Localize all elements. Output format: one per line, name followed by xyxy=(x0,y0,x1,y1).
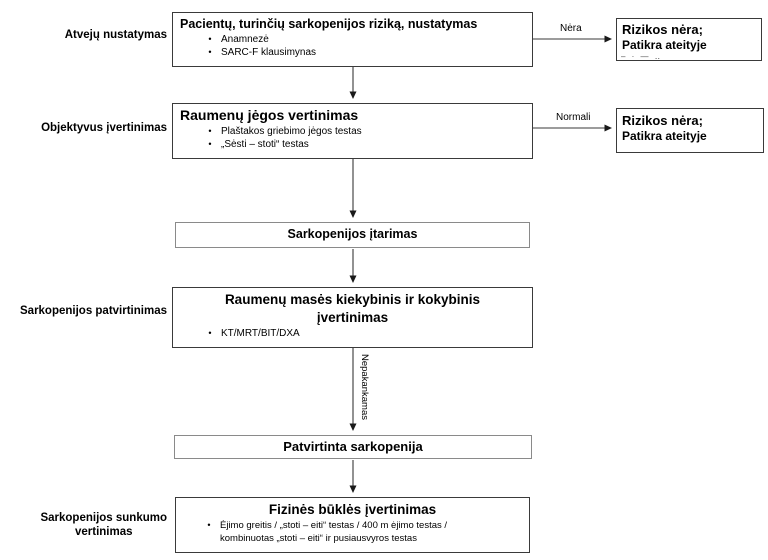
stage-label-severity: Sarkopenijos sunkumo vertinimas xyxy=(40,511,167,539)
bullet-icon: • xyxy=(208,328,212,338)
box-physical-title: Fizinės būklės įvertinimas xyxy=(268,502,437,517)
box-mass-title-line1: Raumenų masės kiekybinis ir kokybinis xyxy=(224,292,481,307)
box-no-risk-mid-line2: Patikra ateityje xyxy=(622,129,707,143)
box-no-risk-top-line1: Rizikos nėra; xyxy=(622,22,703,37)
box-no-risk-mid-line1: Rizikos nėra; xyxy=(622,113,703,128)
stage-label-severity-line1: Sarkopenijos sunkumo xyxy=(40,512,167,524)
stage-label-case-finding: Atvejų nustatymas xyxy=(64,29,167,41)
bullet-icon: • xyxy=(208,47,212,57)
bullet-label: „Sėsti – stoti“ testas xyxy=(221,139,309,150)
bullet-icon: • xyxy=(208,34,212,44)
stage-label-confirmation: Sarkopenijos patvirtinimas xyxy=(20,305,167,317)
box-mass-title-line2: įvertinimas xyxy=(316,310,389,325)
box-physical-bullet-1: • Ėjimo greitis / „stoti – eiti“ testas … xyxy=(198,519,529,545)
box-mass-bullet-1: • KT/MRT/BIT/DXA xyxy=(199,327,532,340)
box-no-risk-top-line2: Patikra ateityje xyxy=(622,38,707,52)
box-mass: Raumenų masės kiekybinis ir kokybinis įv… xyxy=(172,287,533,348)
box-no-risk-top: Rizikos nėra; Patikra ateityje – · — ‥ xyxy=(616,18,762,61)
arrow-label-nepakankamas: Nepakankamas xyxy=(359,354,370,421)
stage-label-severity-line2: vertinimas xyxy=(74,526,133,538)
box-confirmed-title: Patvirtinta sarkopenija xyxy=(283,439,423,454)
box-screening: Pacientų, turinčių sarkopenijos riziką, … xyxy=(172,12,533,67)
bullet-label: Plaštakos griebimo jėgos testas xyxy=(221,126,362,137)
bullet-label: Anamnezė xyxy=(221,34,269,45)
box-strength: Raumenų jėgos vertinimas • Plaštakos gri… xyxy=(172,103,533,159)
bullet-label: Ėjimo greitis / „stoti – eiti“ testas / … xyxy=(220,519,529,545)
bullet-label: KT/MRT/BIT/DXA xyxy=(221,328,300,339)
stage-label-objective-assessment: Objektyvus įvertinimas xyxy=(41,122,167,134)
arrow-label-nera: Nėra xyxy=(560,23,582,34)
bullet-icon: • xyxy=(207,520,211,530)
arrow-label-normali: Normali xyxy=(556,112,591,123)
bullet-line2: kombinuotas „stoti – eiti“ ir pusiausvyr… xyxy=(220,533,417,544)
box-screening-bullet-2: • SARC-F klausimynas xyxy=(199,46,532,59)
box-strength-bullet-2: • „Sėsti – stoti“ testas xyxy=(199,138,532,151)
box-screening-bullet-1: • Anamnezė xyxy=(199,33,532,46)
bullet-icon: • xyxy=(208,139,212,149)
box-screening-title: Pacientų, turinčių sarkopenijos riziką, … xyxy=(180,17,478,31)
box-suspicion-title: Sarkopenijos įtarimas xyxy=(287,227,418,241)
box-strength-title: Raumenų jėgos vertinimas xyxy=(180,107,359,123)
bullet-line1: Ėjimo greitis / „stoti – eiti“ testas / … xyxy=(220,520,448,531)
box-confirmed: Patvirtinta sarkopenija xyxy=(174,435,532,459)
box-suspicion: Sarkopenijos įtarimas xyxy=(175,222,530,248)
box-physical: Fizinės būklės įvertinimas • Ėjimo greit… xyxy=(175,497,530,553)
bullet-icon: • xyxy=(208,126,212,136)
box-no-risk-mid: Rizikos nėra; Patikra ateityje xyxy=(616,108,764,153)
box-strength-bullet-1: • Plaštakos griebimo jėgos testas xyxy=(199,125,532,138)
bullet-label: SARC-F klausimynas xyxy=(221,47,317,58)
box-no-risk-top-clipped-text: – · — ‥ xyxy=(621,53,663,59)
